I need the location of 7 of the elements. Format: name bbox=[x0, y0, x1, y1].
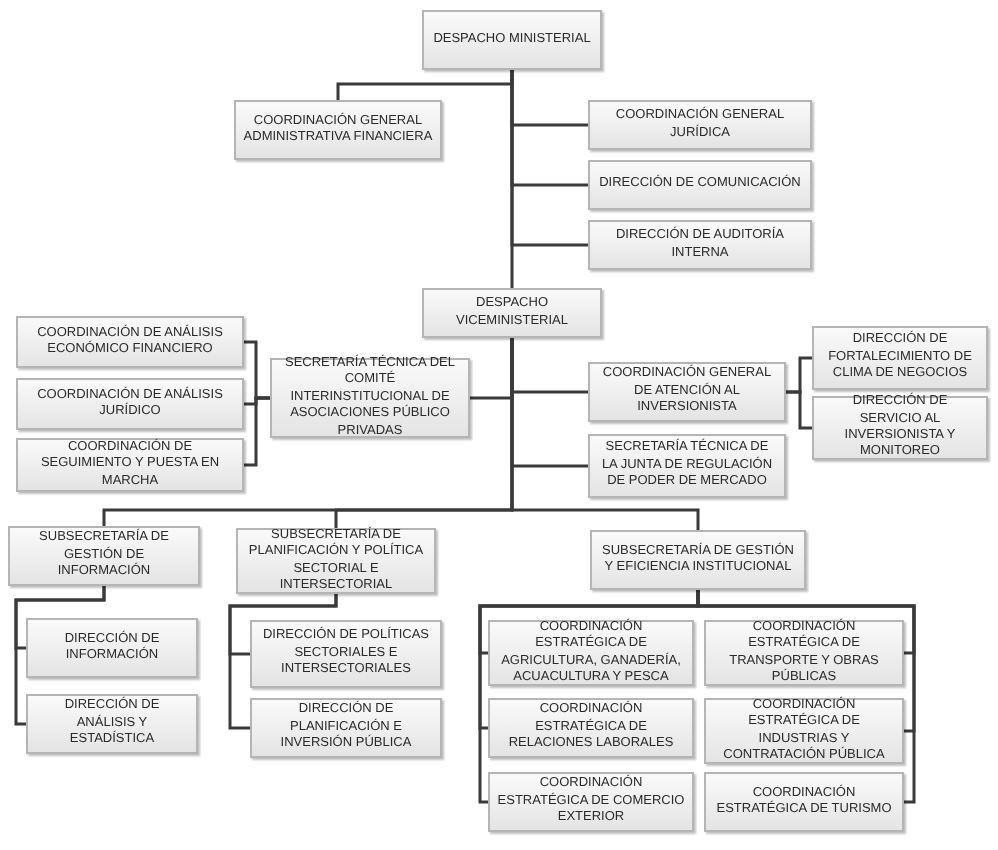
connector-line bbox=[510, 70, 514, 288]
connector-line bbox=[244, 396, 270, 467]
connector-line bbox=[786, 390, 812, 430]
connector-line bbox=[510, 338, 700, 530]
connector-line bbox=[14, 586, 106, 726]
connector-line bbox=[228, 594, 338, 730]
connector-line bbox=[696, 590, 916, 804]
